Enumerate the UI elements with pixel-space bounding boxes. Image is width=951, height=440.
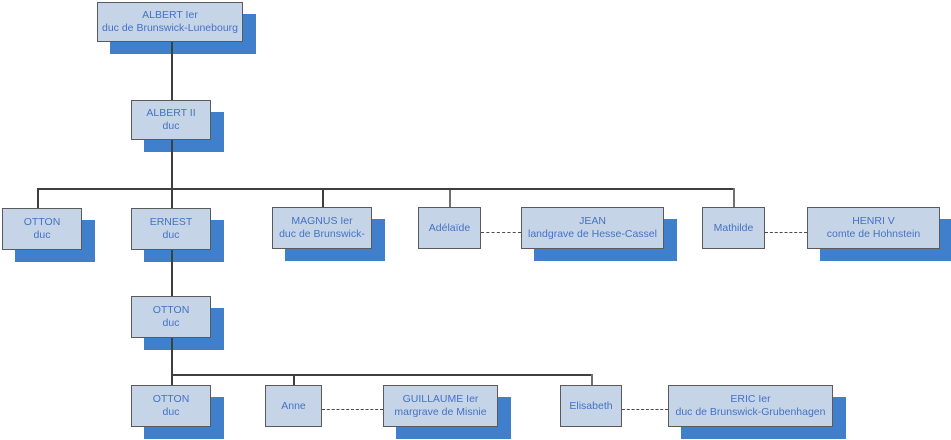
albert-ier-node-line1: ALBERT Ier xyxy=(142,9,198,21)
otton-duc-g4-node-line1: OTTON xyxy=(152,304,190,316)
trunk-otton-g4-to-bus xyxy=(171,338,173,374)
jean-landgrave-node-line1: JEAN xyxy=(579,215,606,227)
ernest-duc-node-line1: ERNEST xyxy=(149,216,193,228)
drop-mathilde xyxy=(733,188,735,207)
drop-otton-g5 xyxy=(171,374,173,385)
otton-duc-node-line1: OTTON xyxy=(23,216,61,228)
mathilde-node[interactable]: Mathilde xyxy=(702,207,765,249)
henri-v-node-line2: comte de Hohnstein xyxy=(826,228,921,240)
guillaume-ier-node-line1: GUILLAUME Ier xyxy=(402,393,479,405)
drop-otton-g3 xyxy=(37,188,39,208)
otton-duc-node-line2: duc xyxy=(33,229,51,241)
magnus-ier-node-line1: MAGNUS Ier xyxy=(291,215,353,227)
trunk-ernest-to-otton-g4 xyxy=(171,250,173,296)
trunk-albert2-to-bus xyxy=(171,140,173,188)
adelaide-node-line1: Adélaïde xyxy=(428,221,471,234)
sibling-bus-generation-5 xyxy=(171,374,591,376)
magnus-ier-node-line2: duc de Brunswick- xyxy=(279,228,365,240)
marriage-link-adelaide-jean xyxy=(481,232,521,233)
elisabeth-node[interactable]: Elisabeth xyxy=(560,385,622,427)
otton-duc-g5-node-line2: duc xyxy=(162,406,180,418)
eric-ier-node-line2: duc de Brunswick-Grubenhagen xyxy=(675,406,826,418)
adelaide-node[interactable]: Adélaïde xyxy=(418,207,481,249)
marriage-link-mathilde-henri xyxy=(765,232,807,233)
albert-ii-node-line2: duc xyxy=(162,120,180,132)
eric-ier-node-line1: ERIC Ier xyxy=(730,393,771,405)
ernest-duc-node-line2: duc xyxy=(162,229,180,241)
drop-adelaide xyxy=(449,188,451,207)
mathilde-node-line1: Mathilde xyxy=(713,221,754,234)
sibling-bus-generation-3 xyxy=(37,188,733,190)
drop-ernest-g3 xyxy=(171,188,173,208)
henri-v-node-line1: HENRI V xyxy=(852,215,895,227)
albert-ii-node-line1: ALBERT II xyxy=(146,107,196,119)
otton-duc-g5-node-line1: OTTON xyxy=(152,393,190,405)
trunk-albert1-to-albert2 xyxy=(171,42,173,100)
anne-node-line1: Anne xyxy=(281,399,306,412)
marriage-link-anne-guillaume xyxy=(322,409,383,410)
otton-duc-g4-node-line2: duc xyxy=(162,317,180,329)
drop-elisabeth xyxy=(591,374,593,385)
drop-anne xyxy=(293,374,295,385)
guillaume-ier-node-line2: margrave de Misnie xyxy=(394,406,487,418)
anne-node[interactable]: Anne xyxy=(265,385,322,427)
elisabeth-node-line1: Elisabeth xyxy=(569,399,613,412)
albert-ier-node-line2: duc de Brunswick-Lunebourg xyxy=(102,22,238,34)
drop-magnus xyxy=(322,188,324,207)
marriage-link-elisabeth-eric xyxy=(622,409,668,410)
jean-landgrave-node-line2: landgrave de Hesse-Cassel xyxy=(528,228,657,240)
